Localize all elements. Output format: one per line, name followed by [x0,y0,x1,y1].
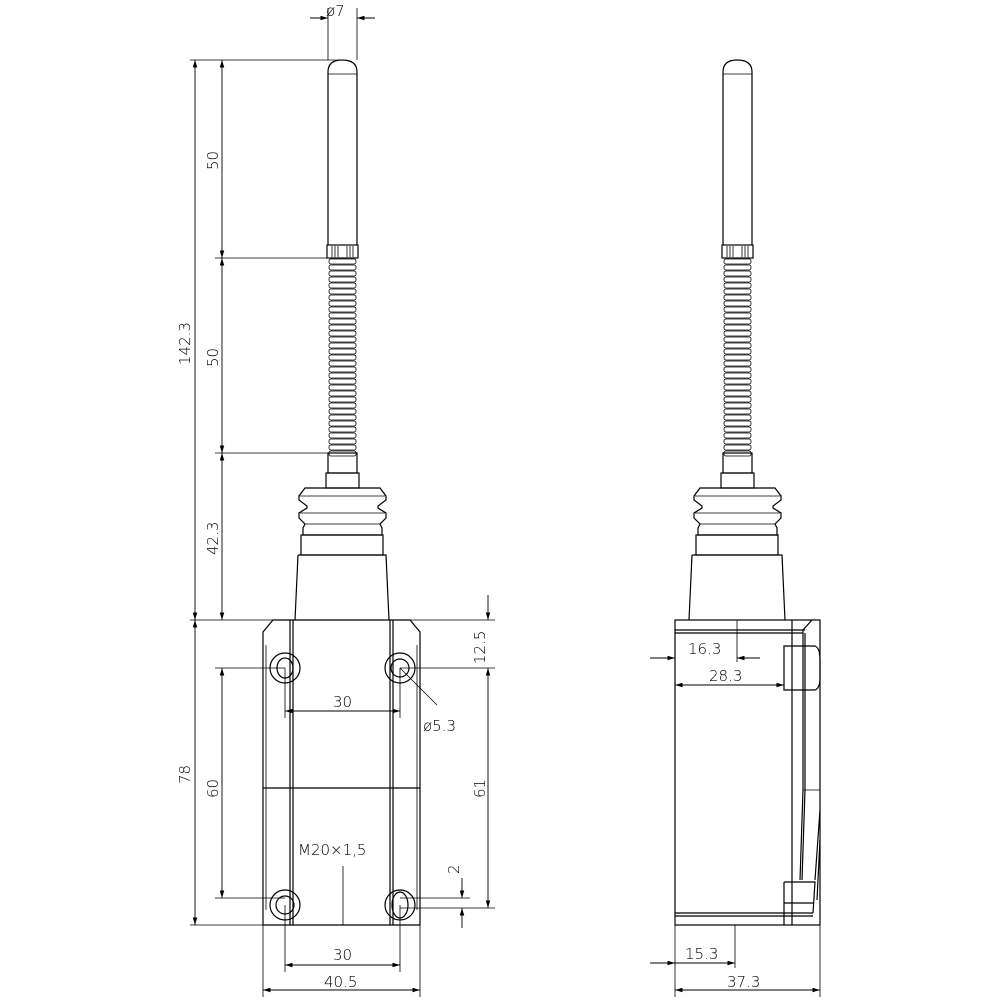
spring-coil [328,390,357,397]
spring-coil [328,372,357,379]
dim-lower: 42.3 [204,522,222,555]
dim-hole-spacing-bottom: 30 [333,946,352,964]
spring-coil [328,408,357,415]
dim-offset-a: 16.3 [688,640,721,658]
housing-front [262,619,421,926]
dim-hole-spacing-top: 30 [333,693,352,711]
spring-coil [723,264,752,271]
dim-depth: 37.3 [727,973,760,991]
dim-spring: 50 [204,348,222,367]
spring-coil [328,420,357,427]
spring-coil [723,270,752,277]
spring-coil [723,438,752,445]
spring-coil [328,396,357,403]
spring-coil [723,318,752,325]
spring-coil [328,342,357,349]
dim-offset-b: 28.3 [709,667,742,685]
spring-coil [328,300,357,307]
spring-coil [723,420,752,427]
lever-rod [325,59,360,489]
spring-coil [328,282,357,289]
spring-coil [328,426,357,433]
spring-coil [723,300,752,307]
spring-coil [723,342,752,349]
spring-coil [723,384,752,391]
spring-coil [328,336,357,343]
spring-coil [328,360,357,367]
spring-coil [723,282,752,289]
spring-coil [723,354,752,361]
spring-coil [328,414,357,421]
front-dimensions: ø7 142.3 50 50 42.3 78 60 30 ø5.3 12.5 6… [176,2,495,997]
front-view: ø7 142.3 50 50 42.3 78 60 30 ø5.3 12.5 6… [176,2,495,997]
spring-coil [723,288,752,295]
spring-coil [723,366,752,373]
spring-coil [328,264,357,271]
spring-side [723,258,752,457]
spring-coil [723,276,752,283]
spring-coil [328,402,357,409]
spring-coil [328,312,357,319]
dim-upper-rod: 50 [204,151,222,170]
side-view: 16.3 28.3 15.3 37.3 [650,59,821,997]
spring-coil [328,330,357,337]
spring-coil [328,276,357,283]
spring-coil [723,336,752,343]
spring-coil [328,258,357,265]
spring-coil [723,426,752,433]
spring-coil [723,432,752,439]
spring-coil [328,432,357,439]
spring-coil [723,396,752,403]
spring-coil [723,444,752,451]
spring-coil [723,312,752,319]
spring-coil [328,318,357,325]
spring-coil [723,306,752,313]
dim-hole-vertical: 60 [204,779,222,798]
spring-coil [328,348,357,355]
spring-coil [723,402,752,409]
spring-coil [723,348,752,355]
side-dimensions: 16.3 28.3 15.3 37.3 [650,620,821,997]
spring-coil [328,444,357,451]
bellows [294,487,390,621]
dim-conduit-offset: 15.3 [685,945,718,963]
housing-side [674,619,821,926]
dim-rod-diameter: ø7 [326,2,345,20]
spring-coil [723,324,752,331]
dim-width: 40.5 [324,973,357,991]
dim-hole-vertical-right: 61 [471,779,489,798]
dim-total-height: 142.3 [176,322,194,365]
spring-coil [723,408,752,415]
spring-coil [328,354,357,361]
spring-coil [723,378,752,385]
spring [328,258,357,457]
lever-rod-side [720,59,755,489]
spring-coil [328,270,357,277]
spring-coil [723,294,752,301]
spring-coil [723,258,752,265]
dim-slot: 2 [445,864,463,874]
spring-coil [328,306,357,313]
bellows-side [688,487,786,621]
spring-coil [723,330,752,337]
spring-coil [328,288,357,295]
spring-coil [328,294,357,301]
dim-thread: M20×1,5 [298,841,366,859]
dim-top-offset: 12.5 [471,631,489,664]
spring-coil [328,438,357,445]
spring-coil [723,372,752,379]
dim-body-height: 78 [176,765,194,784]
spring-coil [328,324,357,331]
spring-coil [723,414,752,421]
spring-coil [328,366,357,373]
spring-coil [328,378,357,385]
dim-hole-diameter: ø5.3 [423,717,456,735]
spring-coil [723,360,752,367]
spring-coil [723,390,752,397]
spring-coil [328,384,357,391]
